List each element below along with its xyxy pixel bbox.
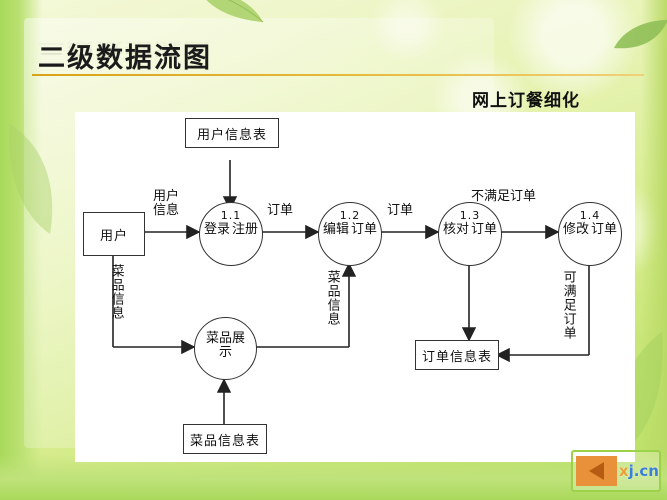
flow-label-satisfiable-order: 可满足订单 (560, 270, 576, 358)
data-store-order-info-table: 订单信息表 (415, 340, 499, 370)
process-label-col1: 编辑 (322, 222, 349, 237)
data-store-label: 用户信息表 (196, 127, 267, 143)
right-green-border (641, 0, 667, 500)
process-col1-text: 登录 (203, 222, 230, 237)
process-1-4: 1.4 修改 订单 (558, 202, 622, 266)
process-label: 菜品展 示 (195, 332, 256, 359)
entity-label: 用户 (99, 228, 128, 244)
dataflow-diagram: 用户信息表 用户 1.1 登录 注册 1.2 编辑 (75, 112, 635, 462)
process-label-col1: 登录 (203, 222, 230, 237)
data-store-dish-info-table: 菜品信息表 (183, 424, 267, 454)
process-col1-text: 核对 (442, 222, 469, 237)
process-col2-text: 订单 (351, 222, 378, 237)
process-number: 1.3 (459, 209, 481, 222)
watermark-logo[interactable]: xj.cn (571, 450, 661, 492)
flow-label-dish-info-left: 菜品信息 (108, 264, 124, 334)
data-store-label: 订单信息表 (421, 349, 492, 365)
process-1-2: 1.2 编辑 订单 (318, 202, 382, 266)
process-col1-text: 编辑 (322, 222, 349, 237)
process-number: 1.1 (220, 209, 242, 222)
flow-label-user-info: 用户信息 (147, 190, 185, 217)
process-label-col2: 订单 (351, 222, 378, 237)
flow-label-text: 不满足订单 (471, 189, 537, 204)
flow-label-text: 菜品信息 (324, 270, 340, 326)
left-green-border (0, 0, 42, 500)
process-label-col1: 核对 (442, 222, 469, 237)
diagram-connectors (112, 160, 590, 424)
flow-label-unsatisfied-order: 不满足订单 (471, 190, 536, 204)
process-col1-text: 修改 (562, 222, 589, 237)
flow-label-dish-info-mid: 菜品信息 (324, 270, 340, 340)
flow-label-text: 订单 (387, 203, 414, 218)
data-store-label: 菜品信息表 (189, 433, 260, 449)
process-1-3: 1.3 核对 订单 (438, 202, 502, 266)
process-label-col1: 修改 (562, 222, 589, 237)
process-label-col2: 注册 (232, 222, 259, 237)
process-number: 1.2 (339, 209, 361, 222)
flow-label-text: 订单 (267, 203, 294, 218)
process-number: 1.4 (579, 209, 601, 222)
process-label: 登录 注册 (200, 222, 262, 237)
back-button[interactable] (576, 456, 617, 486)
process-label: 编辑 订单 (319, 222, 381, 237)
title-underline (32, 74, 644, 76)
process-1-1: 1.1 登录 注册 (199, 202, 263, 266)
process-col2-text: 注册 (232, 222, 259, 237)
entity-user: 用户 (83, 212, 145, 256)
process-col2-text: 订单 (471, 222, 498, 237)
page-subtitle: 网上订餐细化 (472, 91, 580, 111)
flow-label-text: 菜品信息 (108, 264, 124, 320)
process-dish-show: 菜品展 示 (194, 317, 257, 380)
back-arrow-icon (588, 462, 604, 480)
logo-text-suffix: j.cn (628, 462, 659, 480)
flow-label-order-1: 订单 (267, 204, 293, 218)
process-line2-text: 示 (218, 344, 232, 360)
process-col2-text: 订单 (591, 222, 618, 237)
page-title: 二级数据流图 (38, 43, 212, 74)
data-store-user-info-table: 用户信息表 (185, 118, 279, 148)
logo-text-prefix: x (618, 462, 629, 480)
flow-label-text: 用户信息 (152, 189, 179, 218)
process-label: 修改 订单 (559, 222, 621, 237)
process-line1-text: 菜品展 (205, 331, 245, 346)
flow-label-order-2: 订单 (387, 204, 413, 218)
logo-text: xj.cn (619, 462, 659, 480)
process-label: 核对 订单 (439, 222, 501, 237)
process-label-col2: 订单 (471, 222, 498, 237)
process-label-col2: 订单 (591, 222, 618, 237)
flow-label-text: 可满足订单 (560, 270, 576, 340)
